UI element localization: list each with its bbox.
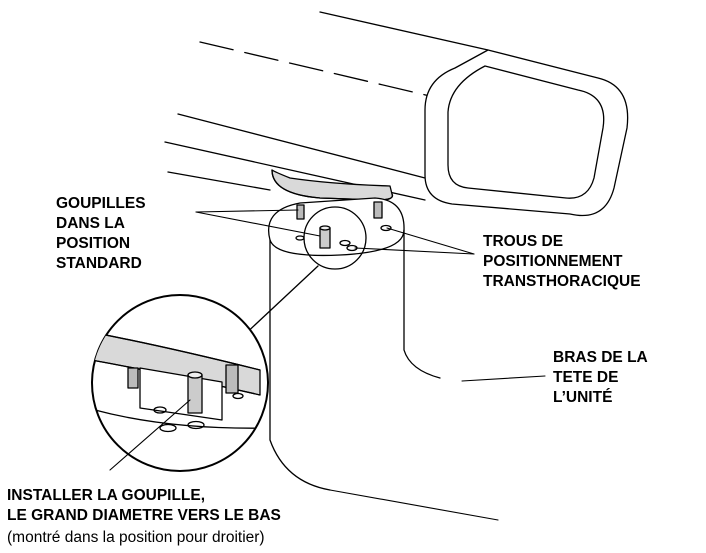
inset-pin-body (187, 374, 203, 414)
label-arm-line-1: BRAS DE LA (553, 349, 648, 366)
leader-pins-1 (195, 209, 299, 213)
inset-hole-4 (232, 392, 244, 400)
collar-shaded-ring (271, 169, 394, 201)
inset-hole-2 (187, 420, 205, 430)
hole-transthoracic-1 (380, 224, 392, 232)
inset-hole-3 (153, 406, 167, 414)
label-install-note: (montré dans la position pour droitier) (7, 529, 265, 546)
inset-pin-top (187, 371, 203, 379)
label-holes-line-1: TROUS DE (483, 233, 564, 250)
leader-install (109, 399, 191, 471)
leader-arm (461, 375, 546, 382)
leader-holes-1 (386, 227, 475, 255)
inset-plate-edge (94, 409, 268, 429)
label-holes-line-3: TRANSTHORACIQUE (483, 273, 641, 290)
pin-standard-left (296, 204, 305, 220)
beam-end-cap-inner (447, 65, 605, 199)
inset-pin-left (127, 367, 139, 389)
beam-top-edge (319, 11, 489, 51)
label-pins-standard: GOUPILLES DANS LA POSITION STANDARD (56, 194, 146, 274)
beam-end-cap (424, 49, 629, 217)
beam-housing (164, 11, 629, 217)
pin-standard-right (373, 201, 383, 219)
pin-installed-top (319, 225, 331, 231)
magnifier-source-circle (303, 206, 367, 270)
pin-installed (319, 227, 331, 249)
hole-transthoracic-2 (339, 239, 351, 247)
label-install-line-2: LE GRAND DIAMETRE VERS LE BAS (7, 507, 281, 524)
label-pins-standard-line-2: DANS LA (56, 215, 125, 232)
beam-centerline (199, 41, 431, 97)
label-holes-line-2: POSITIONNEMENT (483, 253, 623, 270)
arm-bottom-edge (329, 489, 499, 521)
inset-hole-1 (159, 423, 177, 433)
label-pins-standard-line-1: GOUPILLES (56, 195, 146, 212)
label-transthoracic-holes: TROUS DE POSITIONNEMENT TRANSTHORACIQUE (483, 232, 641, 292)
inset-pin-right (225, 364, 239, 394)
swivel-collar (271, 169, 394, 201)
label-head-arm: BRAS DE LA TETE DE L’UNITÉ (553, 348, 648, 408)
beam-bottom-edge (167, 171, 271, 191)
label-pins-standard-line-4: STANDARD (56, 255, 142, 272)
leader-lines (109, 209, 546, 521)
beam-upper-edge (177, 113, 426, 179)
leader-holes-2 (354, 247, 475, 255)
magnified-inset (91, 294, 269, 472)
label-arm-line-2: TETE DE (553, 369, 619, 386)
leader-pins-2 (195, 211, 321, 237)
arm-body-left (269, 239, 331, 491)
arm-body-right (403, 229, 441, 379)
label-arm-line-3: L’UNITÉ (553, 389, 613, 406)
collar-outline (271, 169, 394, 201)
label-install-pin: INSTALLER LA GOUPILLE, LE GRAND DIAMETRE… (7, 486, 281, 526)
label-pins-standard-line-3: POSITION (56, 235, 131, 252)
label-install-line-1: INSTALLER LA GOUPILLE, (7, 487, 206, 504)
pin-plate (268, 197, 441, 491)
